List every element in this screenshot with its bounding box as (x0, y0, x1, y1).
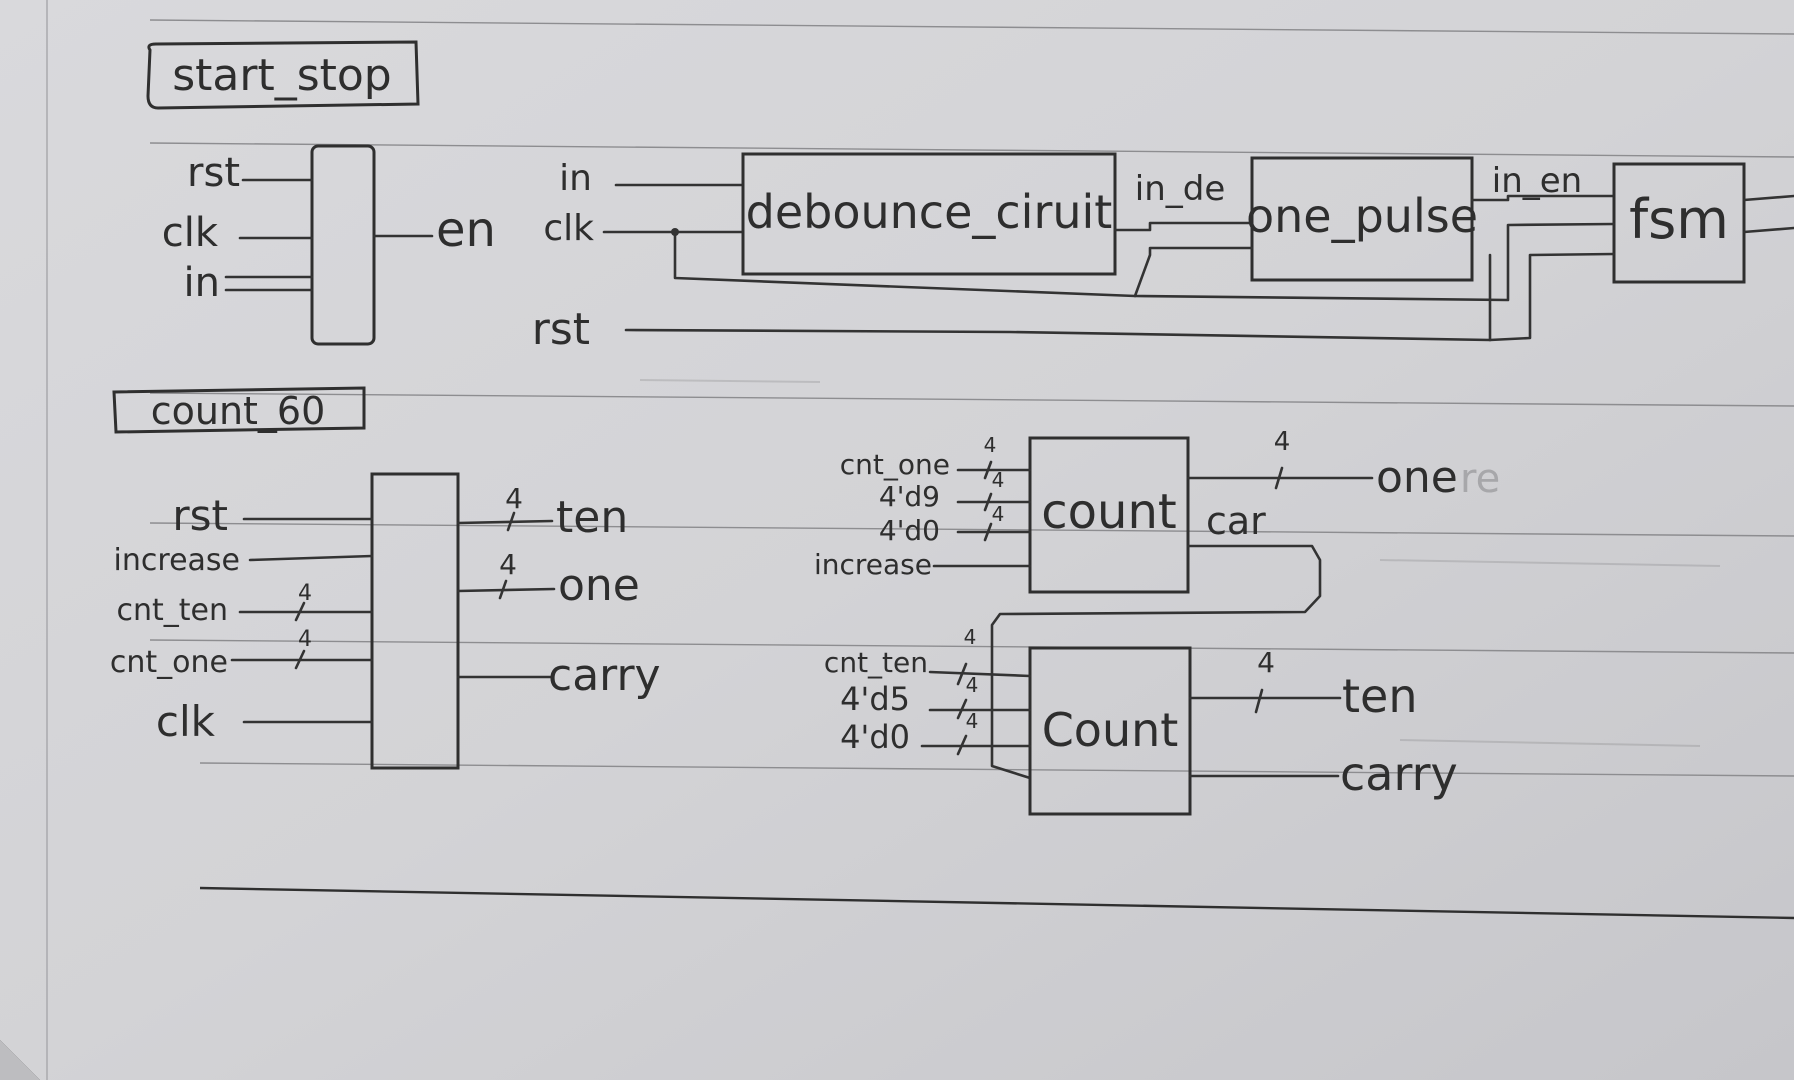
start-stop-input-rst: rst (187, 150, 240, 196)
bus-width-top-out: 4 (1274, 427, 1291, 457)
count-top-input-d9: 4'd9 (879, 480, 940, 513)
bus-width-bottom-out: 4 (1257, 646, 1275, 679)
wire-in-en-label: in_en (1492, 161, 1582, 201)
one-pulse-label: one_pulse (1246, 189, 1478, 243)
count-bottom-label: Count (1042, 703, 1179, 757)
divider-line (199, 886, 1794, 920)
rst-label: rst (532, 304, 590, 355)
count-top-output-car: car (1206, 499, 1266, 543)
count-bottom-input-cnt-ten: cnt_ten (824, 646, 928, 679)
bus-width-bottom-d5: 4 (966, 673, 979, 697)
bus-width-cnt-one: 4 (298, 627, 312, 652)
bus-width-top-cnt-one: 4 (984, 433, 997, 457)
count-60-title-box (112, 386, 366, 434)
count-bottom-output-ten: ten (1342, 669, 1418, 723)
count-bottom-section: Count 4 4 4 cnt_ten 4'd5 4'd0 4 ten carr… (824, 625, 1458, 816)
start-stop-input-in: in (184, 260, 220, 306)
count-top-output-one-faded: re (1460, 456, 1500, 502)
count-60-output-ten: ten (556, 492, 628, 543)
count-bottom-output-carry: carry (1340, 747, 1458, 801)
count-top-section: count 4 4 4 cnt_one 4'd9 4'd0 increase 4… (814, 427, 1500, 780)
start-stop-title-box (146, 40, 420, 110)
count-bottom-block (1028, 646, 1192, 816)
debounce-circuit-block (741, 152, 1117, 276)
count-60-input-cnt-one: cnt_one (110, 645, 228, 680)
bus-width-ten: 4 (505, 482, 523, 515)
bus-width-top-d0: 4 (992, 502, 1005, 526)
bus-width-one: 4 (499, 548, 517, 581)
start-stop-section: start_stop rst clk in en in clk debounce… (146, 40, 1794, 355)
count-60-block (370, 472, 460, 770)
count-60-input-rst: rst (172, 491, 228, 540)
ruled-lines (149, 19, 1794, 920)
fsm-label: fsm (1629, 188, 1729, 251)
faint-background-marks (639, 379, 1721, 747)
debounce-input-in: in (559, 158, 592, 199)
bus-width-top-d9: 4 (992, 468, 1005, 492)
count-top-output-one: one (1376, 452, 1458, 503)
start-stop-title: start_stop (172, 50, 392, 101)
count-top-input-increase: increase (814, 548, 932, 581)
wire-in-de-label: in_de (1135, 169, 1226, 209)
count-60-input-increase: increase (114, 543, 240, 578)
page-shadow (0, 1040, 40, 1080)
count-60-input-cnt-ten: cnt_ten (116, 593, 228, 628)
count-top-input-cnt-one: cnt_one (840, 448, 950, 481)
count-60-section: count_60 4 4 rst increase cnt_ten cnt_on… (110, 386, 661, 770)
count-top-block (1028, 436, 1190, 594)
count-top-label: count (1041, 484, 1176, 540)
bus-width-cnt-ten: 4 (298, 581, 312, 606)
count-60-title: count_60 (151, 389, 326, 433)
count-60-output-one: one (558, 560, 640, 611)
bus-width-bottom-cnt-ten: 4 (964, 625, 977, 649)
count-bottom-input-d5: 4'd5 (840, 680, 910, 718)
count-bottom-input-d0: 4'd0 (840, 718, 910, 756)
clk-junction-dot (671, 228, 679, 236)
count-top-input-d0: 4'd0 (879, 514, 940, 547)
debounce-input-clk: clk (543, 208, 594, 249)
start-stop-block (310, 144, 376, 346)
debounce-circuit-label: debounce_ciruit (746, 185, 1113, 239)
start-stop-output-en: en (436, 202, 496, 258)
count-60-output-carry: carry (548, 650, 661, 701)
one-pulse-block (1250, 156, 1474, 282)
start-stop-input-clk: clk (162, 210, 219, 256)
count-60-input-clk: clk (156, 697, 216, 746)
bus-width-bottom-d0: 4 (966, 709, 979, 733)
